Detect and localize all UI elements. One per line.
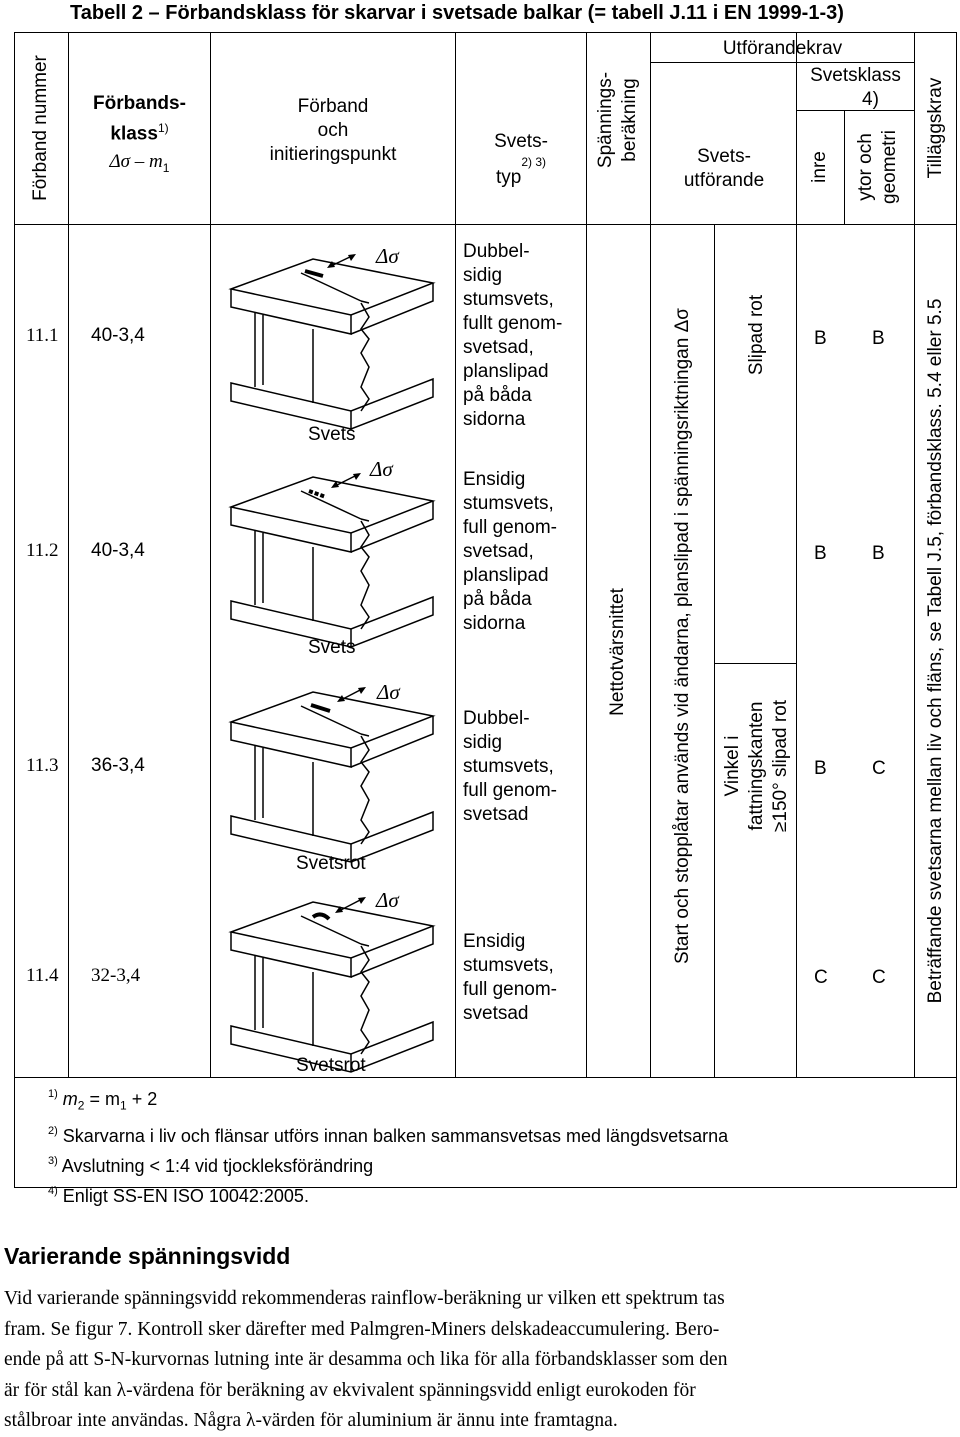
betraffande-cell: Beträffande svetsarna mellan liv och flä…: [925, 298, 946, 1004]
delta-sigma-label: Δσ: [376, 888, 399, 912]
diagram-label: Svetsrot: [296, 853, 366, 874]
ytor-value: C: [872, 967, 886, 988]
header-forband-nummer: Förband nummer: [30, 55, 51, 201]
footnote-1: 1) m2 = m1 + 2: [48, 1088, 158, 1113]
row-klass: 32-3,4: [91, 965, 141, 986]
row-klass: 36-3,4: [91, 755, 145, 776]
section-body: Vid varierande spänningsvidd rekommender…: [4, 1288, 728, 1431]
header-forband-initieringspunkt: Förband och initieringspunkt: [269, 96, 397, 165]
inre-value: C: [814, 967, 828, 988]
header-delta-sigma-m1: Δσ – m1: [109, 151, 170, 175]
ytor-value: B: [872, 543, 885, 564]
ytor-value: C: [872, 758, 886, 779]
footnotes: 1) m2 = m1 + 2 2) Skarvarna i liv och fl…: [48, 1082, 728, 1209]
footnote-2: 2) Skarvarna i liv och flänsar utförs in…: [48, 1124, 729, 1146]
row-nr: 11.3: [26, 755, 59, 776]
start-stopp-cell: Start och stopplåtar används vid ändarna…: [672, 307, 693, 965]
header-svetsutforande: Svets- utförande: [683, 146, 765, 191]
diagram-label: Svets: [308, 637, 356, 658]
row-nr: 11.1: [26, 325, 59, 346]
header-forbandsklass: Förbands- klass1): [93, 93, 186, 145]
delta-sigma-label: Δσ: [370, 457, 393, 481]
row-nr: 11.4: [26, 965, 59, 986]
header-inre: inre: [809, 151, 830, 183]
vinkel-cell: Vinkel i fattningskanten ≥150° slipad ro…: [722, 699, 791, 833]
delta-sigma-label: Δσ: [377, 680, 400, 704]
row-klass: 40-3,4: [91, 540, 145, 561]
header-svetsklass: Svetsklass 4): [810, 65, 901, 110]
diagram-label: Svets: [308, 424, 356, 445]
section-heading: Varierande spänningsvidd: [4, 1243, 291, 1269]
header-spanningsberakning: Spännings- beräkning: [595, 71, 640, 169]
table-title: Tabell 2 – Förbandsklass för skarvar i s…: [70, 2, 844, 24]
row-nr: 11.2: [26, 540, 59, 561]
header-utforandekrav: Utförandekrav: [722, 38, 843, 59]
slipad-rot-cell: Slipad rot: [746, 294, 767, 376]
weld-diagrams: [230, 254, 434, 1073]
footnote-4: 4) Enligt SS-EN ISO 10042:2005.: [48, 1184, 309, 1206]
inre-value: B: [814, 543, 827, 564]
row-klass: 40-3,4: [91, 325, 145, 346]
header-ytor-geometri: ytor och geometri: [855, 130, 900, 204]
diagram-label: Svetsrot: [296, 1055, 366, 1076]
ytor-value: B: [872, 328, 885, 349]
footnote-3: 3) Avslutning < 1:4 vid tjockleksförändr…: [48, 1154, 374, 1176]
inre-value: B: [814, 328, 827, 349]
delta-sigma-label: Δσ: [376, 244, 399, 268]
inre-value: B: [814, 758, 827, 779]
header-svetstyp: Svets- typ2) 3): [494, 131, 548, 189]
nettotvarsnittet-cell: Nettotvärsnittet: [607, 588, 628, 716]
header-tillaggskrav: Tilläggskrav: [925, 77, 946, 179]
